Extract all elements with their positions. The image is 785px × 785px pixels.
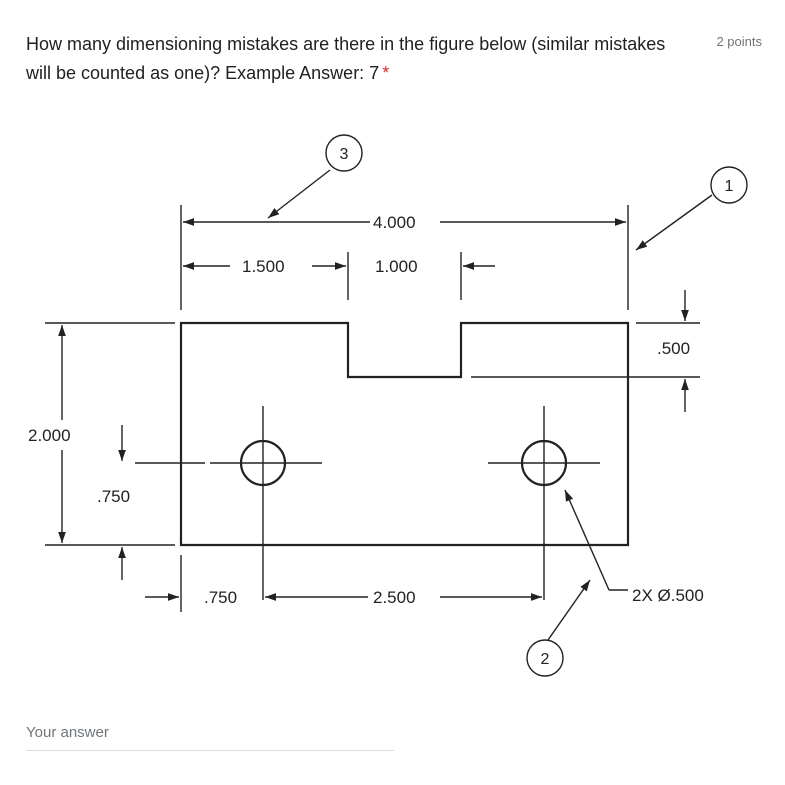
dim-notch-width: 1.000: [375, 257, 418, 276]
balloon-2: [526, 639, 564, 677]
balloon-2-leader: [547, 579, 591, 641]
dim-hole-left-offset: .750: [204, 588, 237, 607]
balloon-1-leader: [635, 194, 713, 251]
points-label: 2 points: [716, 34, 762, 49]
part-outline: [179, 321, 630, 547]
dimensioning-figure: 4.000 1.500 1.000 .500 2.000 .750 .750 2…: [28, 134, 748, 677]
balloon-3-leader: [267, 169, 331, 219]
balloon-1: [710, 166, 748, 204]
dim-hole-height: .750: [97, 487, 130, 506]
question-text: How many dimensioning mistakes are there…: [26, 34, 666, 83]
balloon-1-number: 1: [725, 178, 734, 195]
balloon-3-number: 3: [340, 146, 349, 163]
dim-hole-callout: 2X Ø.500: [632, 586, 704, 605]
dim-overall-height: 2.000: [28, 426, 71, 445]
question-title: How many dimensioning mistakes are there…: [26, 30, 686, 88]
balloon-2-number: 2: [541, 651, 550, 668]
balloon-3: [325, 134, 363, 172]
dim-left-segment: 1.500: [242, 257, 285, 276]
required-asterisk: *: [382, 63, 390, 83]
dim-notch-depth: .500: [657, 339, 690, 358]
dim-hole-spacing: 2.500: [373, 588, 416, 607]
dim-overall-width: 4.000: [373, 213, 416, 232]
answer-input[interactable]: Your answer: [26, 724, 109, 741]
answer-underline[interactable]: [26, 750, 394, 751]
